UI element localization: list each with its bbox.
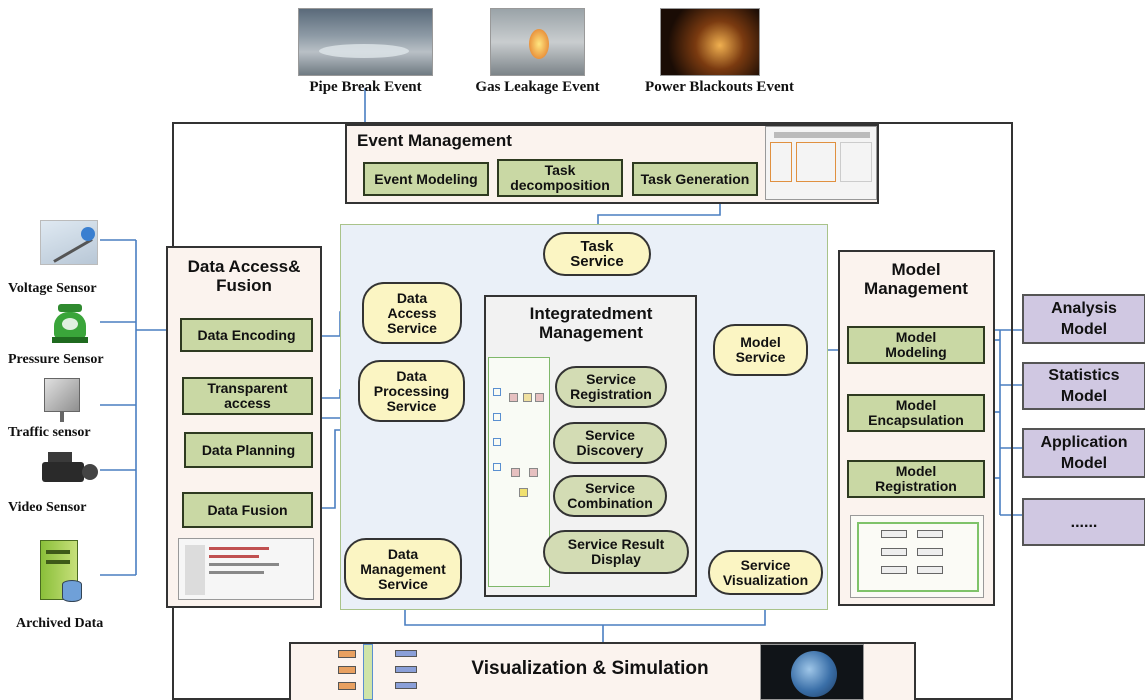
data-encoding-box[interactable]: Data Encoding <box>180 318 313 352</box>
service-result-display-oval[interactable]: Service Result Display <box>543 530 689 574</box>
traffic-sensor-label: Traffic sensor <box>8 425 91 440</box>
voltage-sensor-icon <box>40 220 98 265</box>
model-encapsulation-box[interactable]: Model Encapsulation <box>847 394 985 432</box>
service-flow-screenshot <box>488 357 550 587</box>
data-management-service-oval[interactable]: Data Management Service <box>344 538 462 600</box>
service-combination-oval[interactable]: Service Combination <box>553 475 667 517</box>
gas-leak-photo <box>490 8 585 76</box>
event-label-gas-leakage: Gas Leakage Event <box>475 79 600 95</box>
traffic-sensor-icon <box>44 378 88 422</box>
data-access-service-oval[interactable]: Data Access Service <box>362 282 462 344</box>
data-fusion-box[interactable]: Data Fusion <box>182 492 313 528</box>
analysis-model-box[interactable]: Analysis Model <box>1022 294 1145 344</box>
task-decomposition-box[interactable]: Task decomposition <box>497 159 623 197</box>
service-visualization-oval[interactable]: Service Visualization <box>708 550 823 595</box>
voltage-sensor-label: Voltage Sensor <box>8 281 97 296</box>
event-management-title: Event Management <box>357 131 512 150</box>
pressure-sensor-label: Pressure Sensor <box>8 352 104 367</box>
model-service-oval[interactable]: Model Service <box>713 324 808 376</box>
event-ui-screenshot <box>765 126 877 200</box>
data-planning-box[interactable]: Data Planning <box>184 432 313 468</box>
data-access-fusion-title: Data Access& Fusion <box>187 257 301 295</box>
video-sensor-label: Video Sensor <box>8 500 87 515</box>
service-registration-oval[interactable]: Service Registration <box>555 366 667 408</box>
more-models-box[interactable]: ...... <box>1022 498 1145 546</box>
model-modeling-box[interactable]: Model Modeling <box>847 326 985 364</box>
data-fusion-screenshot <box>178 538 314 600</box>
video-camera-icon <box>38 450 100 488</box>
integrated-management-title: Integratedment Management <box>529 304 653 342</box>
event-label-power-blackouts: Power Blackouts Event <box>645 79 794 95</box>
visualization-diagram-icon <box>335 644 425 700</box>
transparent-access-box[interactable]: Transparent access <box>182 377 313 415</box>
service-discovery-oval[interactable]: Service Discovery <box>553 422 667 464</box>
task-service-oval[interactable]: Task Service <box>543 232 651 276</box>
model-management-title: Model Management <box>864 260 968 298</box>
task-generation-box[interactable]: Task Generation <box>632 162 758 196</box>
event-label-pipe-break: Pipe Break Event <box>309 79 422 95</box>
pressure-sensor-icon <box>52 304 88 344</box>
data-processing-service-oval[interactable]: Data Processing Service <box>358 360 465 422</box>
model-flow-screenshot <box>850 515 984 598</box>
model-registration-box[interactable]: Model Registration <box>847 460 985 498</box>
application-model-box[interactable]: Application Model <box>1022 428 1145 478</box>
pipe-break-photo <box>298 8 433 76</box>
server-icon <box>36 540 86 606</box>
statistics-model-box[interactable]: Statistics Model <box>1022 362 1145 410</box>
visualization-simulation-title: Visualization & Simulation <box>471 658 709 679</box>
earth-globe-screenshot <box>760 644 864 700</box>
archived-data-label: Archived Data <box>16 616 104 631</box>
event-modeling-box[interactable]: Event Modeling <box>363 162 489 196</box>
blackout-photo <box>660 8 760 76</box>
